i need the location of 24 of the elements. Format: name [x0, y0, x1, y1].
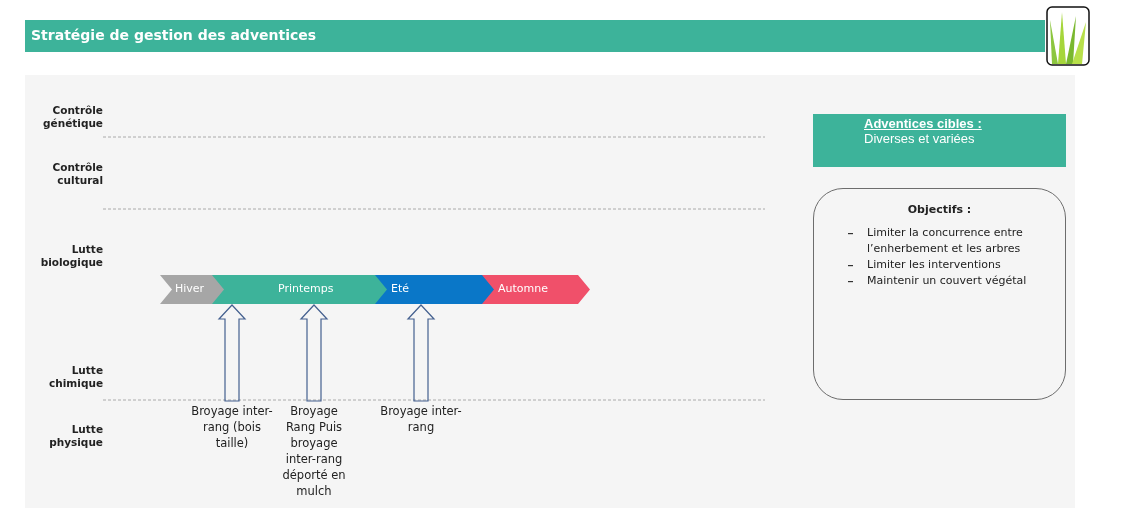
box-text: Diverses et variées — [864, 131, 976, 146]
action-text: Broyage inter-rang (bois taille) — [190, 403, 274, 451]
season-label: Printemps — [278, 282, 334, 295]
row-label: Lutte physique — [48, 423, 103, 449]
row-label: Lutte chimique — [48, 364, 103, 390]
target-weeds-box — [813, 114, 1066, 167]
bullet-text: Limiter la concurrence entre l’enherbement et les arbres — [867, 225, 1024, 257]
box-heading: Objectifs : — [906, 203, 973, 216]
page-title: Stratégie de gestion des adventices — [31, 27, 317, 43]
bullet-text: Limiter les interventions — [867, 257, 1002, 273]
action-text: Broyage Rang Puis broyage inter-rang déporté en mulch — [281, 403, 347, 499]
season-label: Automne — [498, 282, 548, 295]
season-label: Eté — [391, 282, 410, 295]
season-label: Hiver — [175, 282, 205, 295]
block-arrow — [217, 304, 247, 402]
action-text: Broyage inter-rang — [379, 403, 463, 435]
row-label: Lutte biologique — [39, 243, 103, 269]
row-label: Contrôle cultural — [51, 161, 103, 187]
block-arrow — [406, 304, 436, 402]
row-label: Contrôle génétique — [42, 104, 103, 130]
objectives-box — [813, 188, 1066, 400]
box-heading: Adventices cibles : — [864, 116, 982, 131]
block-arrow — [299, 304, 329, 402]
bullet-text: Maintenir un couvert végétal — [867, 273, 1028, 289]
